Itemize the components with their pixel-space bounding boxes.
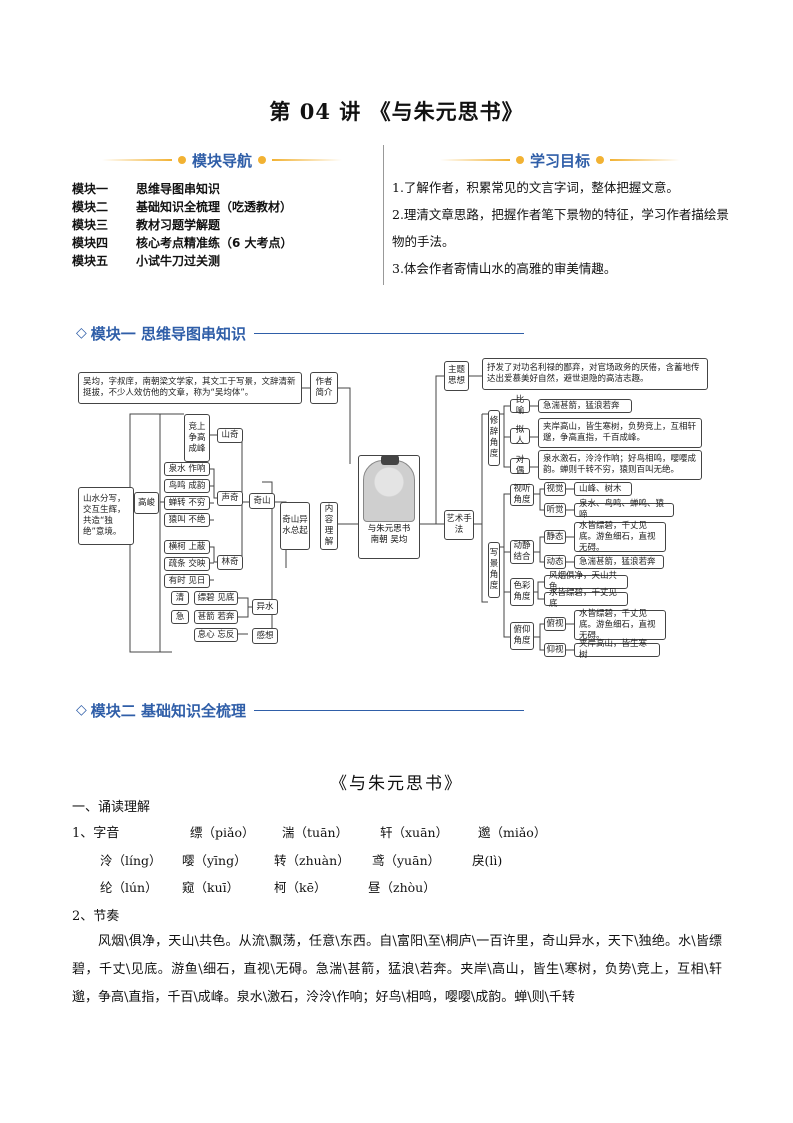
secai-node: 色彩角度 [510,578,534,606]
dot-icon [515,156,524,164]
sheng-item-1: 鸟鸣 成韵 [164,479,210,493]
shijue-desc: 山峰、树木 [574,482,632,496]
heading-reading: 一、诵读理解 [72,800,151,815]
goals-heading: 学习目标 [400,149,720,171]
xiejing-label: 写景角度 [488,542,500,598]
lin-item-2: 有时 见日 [164,574,210,588]
pron-item: 昼（zhòu） [368,880,436,895]
nav-heading: 模块导航 [72,149,372,171]
dongtai-desc: 急湍甚箭，猛浪若奔 [574,555,664,569]
jingtai-desc: 水皆缥碧，千丈见底。游鱼细石，直视无碍。 [574,521,666,553]
biyu-desc: 急湍甚箭，猛浪若奔 [538,399,632,413]
page-title: 第 04 讲 《与朱元思书》 [269,99,524,124]
content-node: 内容理解 [320,502,338,550]
pron-item: 窥（kuī） [182,880,240,895]
nav-item[interactable]: 模块二基础知识全梳理（吃透教材） [72,200,293,214]
fuyang-node: 俯仰角度 [510,622,534,650]
theme-label: 主题思想 [444,361,469,391]
art-label: 艺术手法 [444,510,474,540]
author-desc: 吴均，字叔庠，南朝梁文学家，其文工于写景，文辞清新挺拔，不少人效仿他的文章，称为… [78,372,302,404]
lin-item-0: 横柯 上蔽 [164,540,210,554]
qing-desc: 缥碧 见底 [194,591,238,605]
nav-list: 模块一思维导图串知识 模块二基础知识全梳理（吃透教材） 模块三教材习题学解题 模… [72,180,293,270]
qishan-node: 奇山 [249,493,275,509]
pron-item: 转（zhuàn） [274,853,350,868]
rhythm-text: 风烟\俱净，天山\共色。从流\飘荡，任意\东西。自\富阳\至\桐庐\一百许里，奇… [72,934,722,1005]
goals-list: 1.了解作者，积累常见的文言字词，整体把握文意。 2.理清文章思路，把握作者笔下… [392,174,732,282]
gan-desc: 息心 忘反 [194,628,238,642]
rhythm-label: 2、节奏 [72,909,120,924]
shanqi-node: 山奇 [217,428,243,443]
pron-item: 柯（kē） [274,880,327,895]
pron-item: 嘤（yīng） [182,853,247,868]
shengqi-node: 声奇 [217,491,243,506]
pron-item: 缥（piǎo） [190,825,255,840]
jingtai-node: 静态 [544,530,566,544]
yishui-node: 异水 [252,599,278,615]
ji-node: 急 [171,610,189,624]
goal-item: 3.体会作者寄情山水的高雅的审美情趣。 [392,261,617,276]
pron-item: 戾(lì) [472,853,503,868]
divider [383,145,384,285]
pron-item: 泠（líng） [100,853,162,868]
shijue-node: 视觉 [544,482,566,496]
gaojun-node: 高峻 [134,492,159,514]
fushi-node: 俯视 [544,617,566,631]
dot-icon [177,156,186,164]
dot-icon [258,156,266,164]
center-portrait: 与朱元思书 南朝 吴均 [358,455,420,559]
linqi-node: 林奇 [217,555,243,570]
pron-item: 邈（miǎo） [478,825,547,840]
text-title: 《与朱元思书》 [330,774,463,794]
secai-b: 水皆缥碧，千丈见底 [544,588,628,609]
mind-map: 吴均，字叔庠，南朝梁文学家，其文工于写景，文辞清新挺拔，不少人效仿他的文章，称为… [72,352,722,662]
niren-desc: 夹岸高山，皆生寒树，负势竞上，互相轩邈，争高直指，千百成峰。 [538,418,702,448]
goal-item: 2.理清文章思路，把握作者笔下景物的特征，学习作者描绘景物的手法。 [392,207,729,249]
yangshi-desc: 夹岸高山，皆生寒树 [574,639,660,660]
duiou-desc: 泉水激石，泠泠作响；好鸟相鸣，嘤嘤成韵。蝉则千转不穷，猿则百叫无绝。 [538,450,702,480]
theme-desc: 抒发了对功名利禄的鄙弃，对官场政务的厌倦，含蓄地传达出爱慕美好自然，避世退隐的高… [482,358,708,390]
tingjue-desc: 泉水、鸟鸣、蝉鸣、猿啼 [574,499,674,520]
left-summary: 山水分写，交互生辉，共造“独绝”意境。 [78,487,134,545]
nav-item[interactable]: 模块三教材习题学解题 [72,218,221,232]
sheng-item-3: 猿叫 不绝 [164,513,210,527]
dot-icon [596,156,604,164]
lin-item-1: 疏条 交映 [164,557,210,571]
sheng-item-0: 泉水 作响 [164,462,210,476]
sheng-item-2: 蝉转 不穷 [164,496,210,510]
nav-item[interactable]: 模块四核心考点精准练（6 大考点） [72,236,293,250]
biyu-node: 比喻 [510,395,530,416]
pron-label: 1、字音 [72,826,120,841]
duiou-node: 对偶 [510,455,530,476]
yangshi-node: 仰视 [544,643,566,657]
pron-item: 鸢（yuān） [372,853,441,868]
niren-node: 拟人 [510,425,530,446]
pron-item: 纶（lún） [100,880,158,895]
pron-item: 轩（xuān） [380,825,449,840]
dongjing-node: 动静结合 [510,540,534,564]
module2-header: ◇ 模块二 基础知识全梳理 [76,699,525,721]
nav-item[interactable]: 模块五小试牛刀过关测 [72,254,221,268]
nav-item[interactable]: 模块一思维导图串知识 [72,182,221,196]
dongtai-node: 动态 [544,555,566,569]
goal-item: 1.了解作者，积累常见的文言字词，整体把握文意。 [392,180,679,195]
ganxiang-node: 感想 [252,628,278,644]
general-node: 奇山异水总起 [280,502,310,550]
secai-a: 风烟俱净，天山共色 [544,571,628,592]
tingjue-node: 听觉 [544,503,566,517]
ji-desc: 甚箭 若奔 [194,610,238,624]
author-label: 作者简介 [310,372,338,404]
diamond-icon: ◇ [76,702,87,718]
diamond-icon: ◇ [76,325,87,341]
jingshang-node: 竞上争高成峰 [184,414,210,462]
pron-item: 湍（tuān） [282,825,349,840]
shiting-node: 视听角度 [510,484,534,506]
fushi-desc: 水皆缥碧，千丈见底。游鱼细石，直视无碍。 [574,609,666,641]
module1-header: ◇ 模块一 思维导图串知识 [76,322,525,344]
portrait-image [363,455,415,522]
xiuci-label: 修辞角度 [488,410,500,466]
qing-node: 清 [171,591,189,605]
